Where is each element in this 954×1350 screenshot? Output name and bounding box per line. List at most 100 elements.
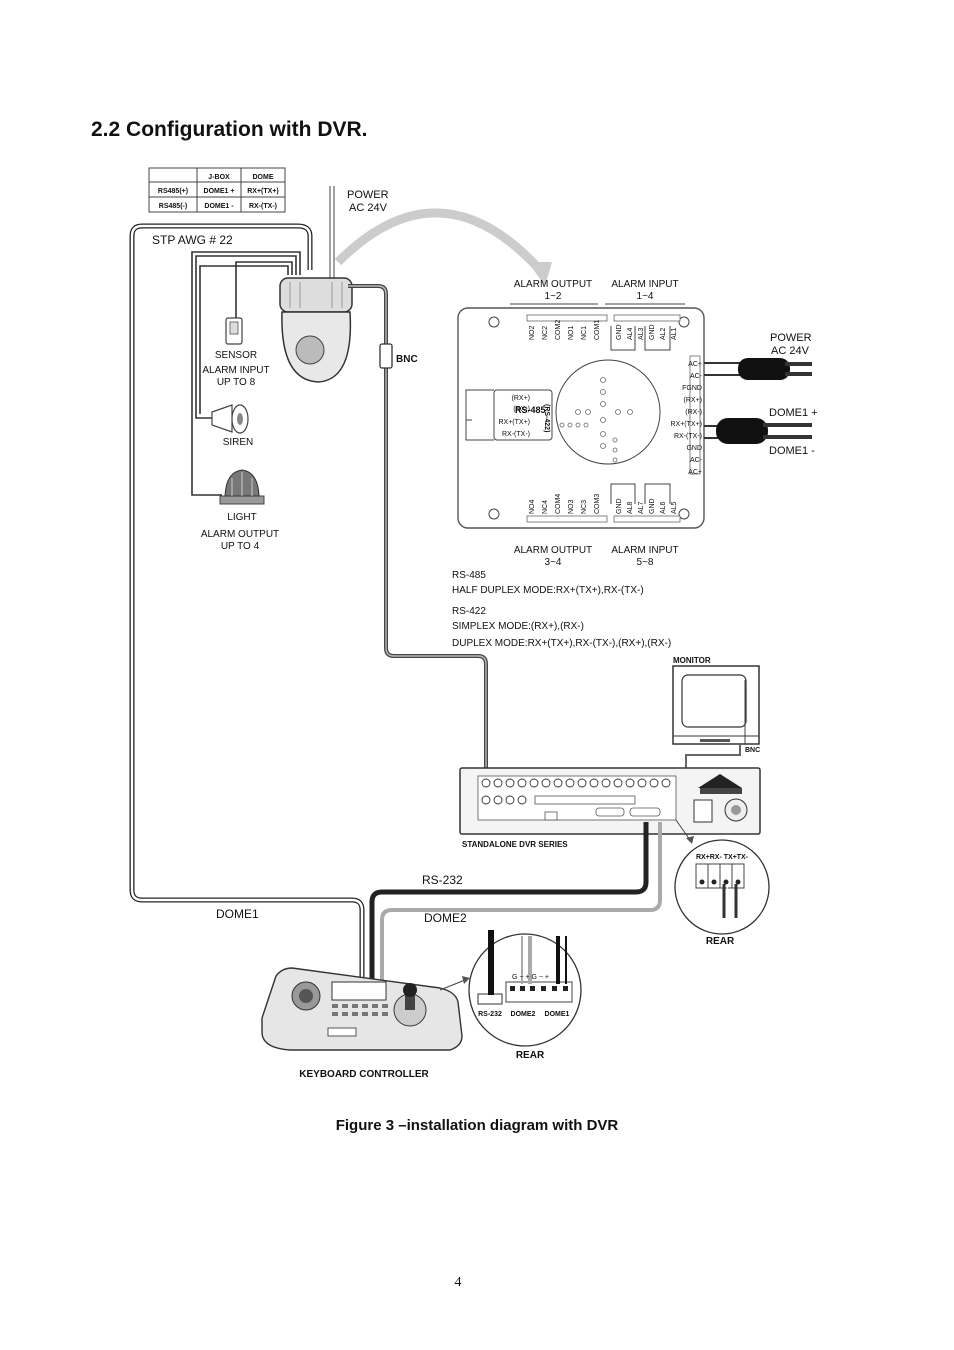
note-line: DUPLEX MODE:RX+(TX+),RX-(TX-),(RX+),(RX-… (452, 638, 671, 649)
junction-box-board (457, 307, 705, 529)
note-line: HALF DUPLEX MODE:RX+(TX+),RX-(TX-) (452, 585, 644, 596)
light-device (219, 469, 265, 505)
terminal-label: COM2 (555, 320, 562, 340)
alarm-input-label: UP TO 8 (217, 377, 256, 388)
left-comm-label: RX-(TX-) (502, 431, 530, 438)
table-cell: RX-(TX-) (249, 203, 277, 210)
terminal-label: NO3 (568, 500, 575, 515)
terminal-label: (RX-) (685, 409, 702, 416)
dome2-label: DOME2 (424, 911, 467, 925)
top-terminal-labels: NO2 NC2 COM2 NO1 NC1 COM1 GND AL4 AL3 GN… (529, 320, 678, 340)
stp-label: STP AWG # 22 (152, 233, 233, 247)
note-line: RS-422 (452, 606, 486, 617)
alarm-input-label: ALARM INPUT (202, 365, 269, 376)
page-number: 4 (454, 1275, 462, 1290)
terminal-label: NC4 (542, 500, 549, 514)
dome1-minus-label: DOME1 - (769, 445, 815, 457)
right-terminal-labels: AC+ AC- FGND (RX+) (RX-) RX+(TX+) RX-(TX… (670, 361, 702, 476)
terminal-label: GND (649, 498, 656, 514)
keyboard-controller-device (261, 967, 463, 1051)
kbd-rs232-label: RS-232 (478, 1011, 502, 1018)
terminal-label: AC+ (688, 469, 702, 476)
terminal-label: GND (649, 324, 656, 340)
table-cell: RX+(TX+) (247, 188, 279, 195)
terminal-label: COM4 (555, 494, 562, 514)
alarm-input-top-label: ALARM INPUT (611, 279, 678, 290)
alarm-output-top-label: ALARM OUTPUT (514, 279, 592, 290)
light-label: LIGHT (227, 512, 256, 523)
terminal-label: FGND (682, 385, 702, 392)
sensor-label: SENSOR (215, 350, 257, 361)
monitor-label: MONITOR (673, 656, 711, 665)
rs422-tag: (RS-422) (543, 404, 550, 432)
dvr-rear-detail (674, 839, 770, 935)
alarm-input-bottom-label: ALARM INPUT (611, 545, 678, 556)
terminal-label: AC+ (688, 361, 702, 368)
figure-caption: Figure 3 –installation diagram with DVR (335, 1117, 619, 1134)
kbd-dome2-label: DOME2 (511, 1011, 536, 1018)
power-cable (704, 358, 812, 380)
terminal-label: NO2 (529, 326, 536, 341)
arrow-head (528, 262, 552, 286)
table-cell: DOME1 + (204, 188, 235, 195)
alarm-output-bottom-label: ALARM OUTPUT (514, 545, 592, 556)
rs485-tag: RS-485 (515, 405, 546, 415)
ac24v-right-label: AC 24V (771, 345, 810, 357)
terminal-label: COM1 (594, 320, 601, 340)
rs232-label: RS-232 (422, 873, 463, 887)
alarm-input-bottom-range: 5~8 (637, 557, 654, 568)
bnc-monitor-label: BNC (745, 747, 760, 754)
terminal-label: COM3 (594, 494, 601, 514)
siren-device (211, 404, 249, 434)
table-header-jbox: J-BOX (208, 174, 230, 181)
rear-dvr-label: REAR (706, 936, 735, 947)
terminal-label: NO4 (529, 500, 536, 515)
keyboard-rear-detail: G − + G − + (468, 930, 582, 1047)
left-comm-label: RX+(TX+) (498, 419, 530, 426)
monitor-device (672, 665, 760, 745)
terminal-label: NO1 (568, 326, 575, 341)
terminal-label: AL2 (660, 327, 667, 340)
terminal-label: NC1 (581, 326, 588, 340)
section-heading: 2.2 Configuration with DVR. (91, 118, 368, 141)
terminal-label: AL7 (638, 501, 645, 514)
alarm-input-top-range: 1~4 (637, 291, 654, 302)
power-label: POWER (347, 189, 389, 201)
ac24v-label: AC 24V (349, 202, 388, 214)
terminal-label: NC3 (581, 500, 588, 514)
table-cell: RS485(+) (158, 188, 188, 195)
terminal-label: RX-(TX-) (674, 433, 702, 440)
left-comm-label: (RX+) (512, 395, 530, 402)
keyboard-label: KEYBOARD CONTROLLER (299, 1069, 429, 1080)
note-line: SIMPLEX MODE:(RX+),(RX-) (452, 621, 584, 632)
terminal-label: AL5 (671, 501, 678, 514)
rear-kbd-label: REAR (516, 1050, 545, 1061)
rs232-cable (369, 822, 649, 990)
table-cell: DOME1 - (204, 203, 234, 210)
note-line: RS-485 (452, 570, 486, 581)
dome1-plus-label: DOME1 + (769, 407, 818, 419)
kbd-dome1-label: DOME1 (545, 1011, 570, 1018)
bottom-terminal-labels: NO4 NC4 COM4 NO3 NC3 COM3 GND AL8 AL7 GN… (529, 494, 678, 514)
protocol-notes: RS-485 HALF DUPLEX MODE:RX+(TX+),RX-(TX-… (452, 570, 671, 649)
svg-text:G − + G − +: G − + G − + (512, 974, 549, 981)
dome2-cable (380, 822, 662, 992)
terminal-label: AC- (690, 373, 703, 380)
siren-label: SIREN (223, 437, 254, 448)
alarm-output-bottom-range: 3~4 (545, 557, 562, 568)
terminal-label: AL8 (627, 501, 634, 514)
wiring-table: J-BOX DOME RS485(+) DOME1 + RX+(TX+) RS4… (148, 167, 286, 213)
terminal-label: GND (686, 445, 702, 452)
dome-camera (279, 277, 353, 383)
table-header-dome: DOME (253, 174, 274, 181)
terminal-label: RX+(TX+) (670, 421, 702, 428)
dvr-device (459, 767, 761, 835)
bnc-label: BNC (396, 354, 418, 365)
alarm-output-label: ALARM OUTPUT (201, 529, 279, 540)
terminal-label: AL6 (660, 501, 667, 514)
bnc-connector (379, 343, 393, 369)
terminal-label: AL4 (627, 327, 634, 340)
terminal-label: GND (616, 498, 623, 514)
terminal-label: NC2 (542, 326, 549, 340)
